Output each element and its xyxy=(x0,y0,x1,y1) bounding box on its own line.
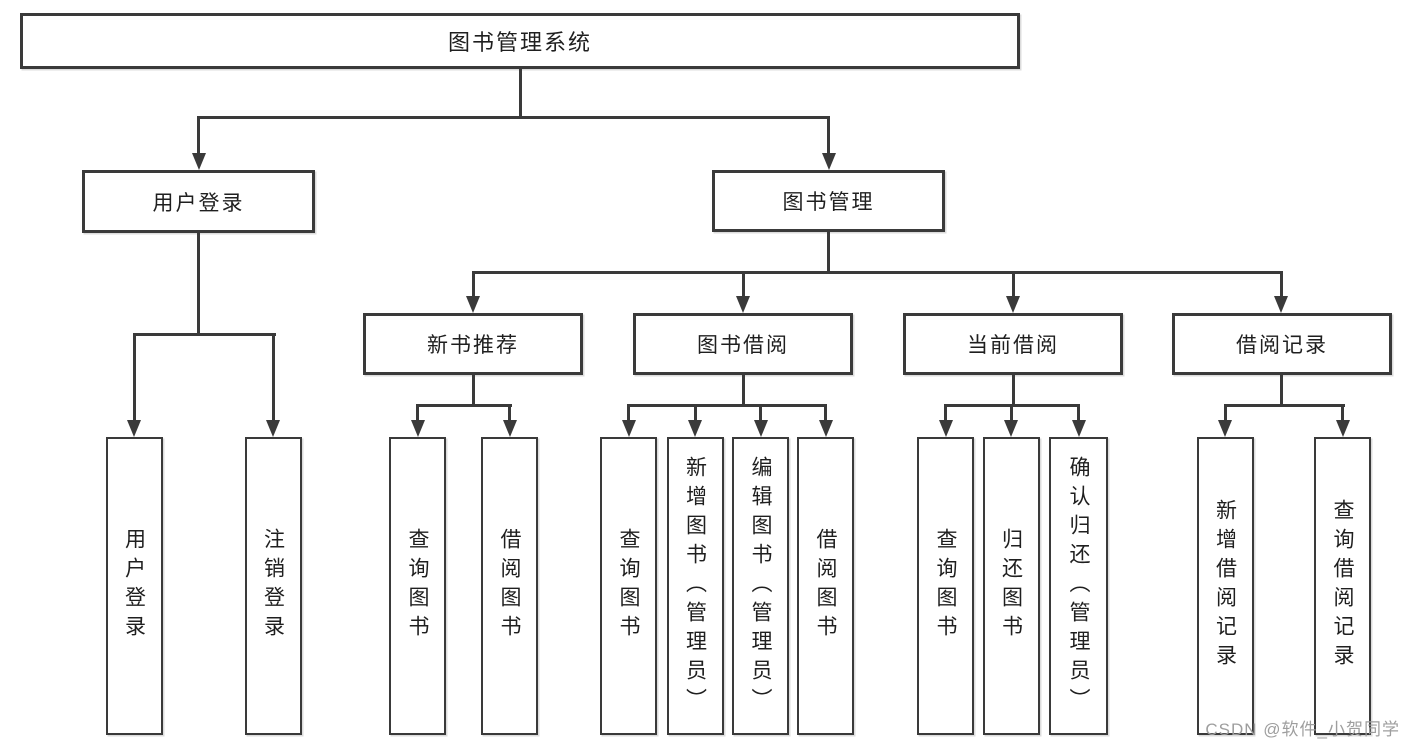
leaf-add-borrow-record: 新增借阅记录 xyxy=(1196,437,1254,735)
connector-borrow-vertical xyxy=(741,375,745,407)
leaf-add-borrow-record-label: 新增借阅记录 xyxy=(1213,499,1237,673)
leaf-edit-books-admin: 编辑图书（管理员） xyxy=(732,437,789,735)
connector-record-horizontal xyxy=(1223,404,1345,407)
arrow-down-icon xyxy=(1004,420,1018,437)
connector-stem-current-borrow xyxy=(1011,271,1015,299)
leaf-query-books-current: 查询图书 xyxy=(917,437,974,735)
arrow-down-icon xyxy=(621,420,636,437)
node-book-borrow-label: 图书借阅 xyxy=(697,334,789,357)
node-user-login-label: 用户登录 xyxy=(152,191,245,215)
arrow-down-icon xyxy=(191,153,206,170)
leaf-borrow-books-recommend-label: 借阅图书 xyxy=(498,528,521,644)
node-new-book-recommend: 新书推荐 xyxy=(363,313,583,375)
arrow-down-icon xyxy=(736,296,750,313)
connector-stem xyxy=(1009,404,1013,422)
connector-stem-leaf-user-login xyxy=(132,333,136,421)
connector-borrow-horizontal xyxy=(627,404,827,407)
arrow-down-icon xyxy=(821,153,836,170)
node-current-borrow-label: 当前借阅 xyxy=(967,334,1059,357)
node-book-borrow: 图书借阅 xyxy=(633,313,853,375)
leaf-query-books-recommend: 查询图书 xyxy=(389,437,446,735)
connector-stem-user-login xyxy=(197,116,200,154)
connector-stem xyxy=(1223,404,1227,422)
node-new-book-recommend-label: 新书推荐 xyxy=(427,334,519,357)
connector-root-vertical xyxy=(518,68,522,119)
leaf-add-books-admin-label: 新增图书（管理员） xyxy=(683,455,707,717)
leaf-return-books: 归还图书 xyxy=(982,437,1040,735)
node-root: 图书管理系统 xyxy=(20,13,1020,69)
leaf-query-borrow-record: 查询借阅记录 xyxy=(1314,437,1371,735)
connector-userlogin-vertical xyxy=(197,233,200,336)
arrow-down-icon xyxy=(1218,420,1232,437)
node-book-management-label: 图书管理 xyxy=(782,191,875,214)
node-root-label: 图书管理系统 xyxy=(447,30,592,55)
leaf-user-login-label: 用户登录 xyxy=(122,528,146,644)
arrow-down-icon xyxy=(688,420,702,437)
arrow-down-icon xyxy=(1071,420,1086,437)
arrow-down-icon xyxy=(1274,296,1288,313)
arrow-down-icon xyxy=(818,420,833,437)
arrow-down-icon xyxy=(410,420,425,437)
connector-stem-borrow-record xyxy=(1279,271,1283,299)
arrow-down-icon xyxy=(1006,296,1020,313)
leaf-logout: 注销登录 xyxy=(244,437,302,735)
connector-stem-new-book-recommend xyxy=(471,271,475,299)
node-user-login: 用户登录 xyxy=(82,170,315,233)
leaf-borrow-books-label: 借阅图书 xyxy=(814,528,837,644)
leaf-borrow-books-recommend: 借阅图书 xyxy=(481,437,538,735)
connector-userlogin-horizontal xyxy=(132,333,276,336)
arrow-down-icon xyxy=(266,420,280,437)
leaf-confirm-return-admin: 确认归还（管理员） xyxy=(1049,437,1108,735)
node-borrow-record: 借阅记录 xyxy=(1172,313,1392,375)
leaf-query-books-borrow: 查询图书 xyxy=(600,437,657,735)
leaf-query-books-borrow-label: 查询图书 xyxy=(617,528,640,644)
connector-record-vertical xyxy=(1279,375,1283,407)
connector-stem xyxy=(416,404,419,422)
leaf-add-books-admin: 新增图书（管理员） xyxy=(666,437,724,735)
node-current-borrow: 当前借阅 xyxy=(903,313,1123,375)
connector-bookmgmt-vertical xyxy=(827,232,830,274)
connector-bookmgmt-horizontal xyxy=(471,271,1283,274)
arrow-down-icon xyxy=(502,420,517,437)
connector-stem xyxy=(693,404,697,422)
leaf-borrow-books: 借阅图书 xyxy=(797,437,854,735)
leaf-user-login: 用户登录 xyxy=(105,437,163,735)
arrow-down-icon xyxy=(753,420,768,437)
connector-stem xyxy=(508,404,511,422)
leaf-return-books-label: 归还图书 xyxy=(999,528,1023,644)
connector-stem-book-management xyxy=(827,116,830,154)
leaf-query-borrow-record-label: 查询借阅记录 xyxy=(1331,499,1354,673)
connector-stem xyxy=(1341,404,1344,422)
csdn-watermark: CSDN @软件_小贺同学 xyxy=(1205,720,1400,739)
connector-root-horizontal xyxy=(197,116,830,119)
leaf-logout-label: 注销登录 xyxy=(261,528,285,644)
arrow-down-icon xyxy=(1335,420,1350,437)
arrow-down-icon xyxy=(127,420,141,437)
arrow-down-icon xyxy=(938,420,953,437)
connector-stem-book-borrow xyxy=(741,271,745,299)
connector-stem xyxy=(824,404,827,422)
connector-stem xyxy=(759,404,762,422)
leaf-query-books-current-label: 查询图书 xyxy=(934,528,957,644)
leaf-query-books-recommend-label: 查询图书 xyxy=(406,528,429,644)
leaf-edit-books-admin-label: 编辑图书（管理员） xyxy=(749,455,772,717)
node-book-management: 图书管理 xyxy=(712,170,945,232)
arrow-down-icon xyxy=(466,296,480,313)
connector-current-vertical xyxy=(1011,375,1015,407)
node-borrow-record-label: 借阅记录 xyxy=(1236,334,1328,357)
connector-stem xyxy=(1077,404,1080,422)
connector-recommend-horizontal xyxy=(416,404,512,407)
connector-recommend-vertical xyxy=(471,375,475,407)
leaf-confirm-return-admin-label: 确认归还（管理员） xyxy=(1067,455,1090,717)
connector-stem xyxy=(627,404,630,422)
connector-stem-leaf-logout xyxy=(271,333,275,421)
connector-stem xyxy=(944,404,947,422)
